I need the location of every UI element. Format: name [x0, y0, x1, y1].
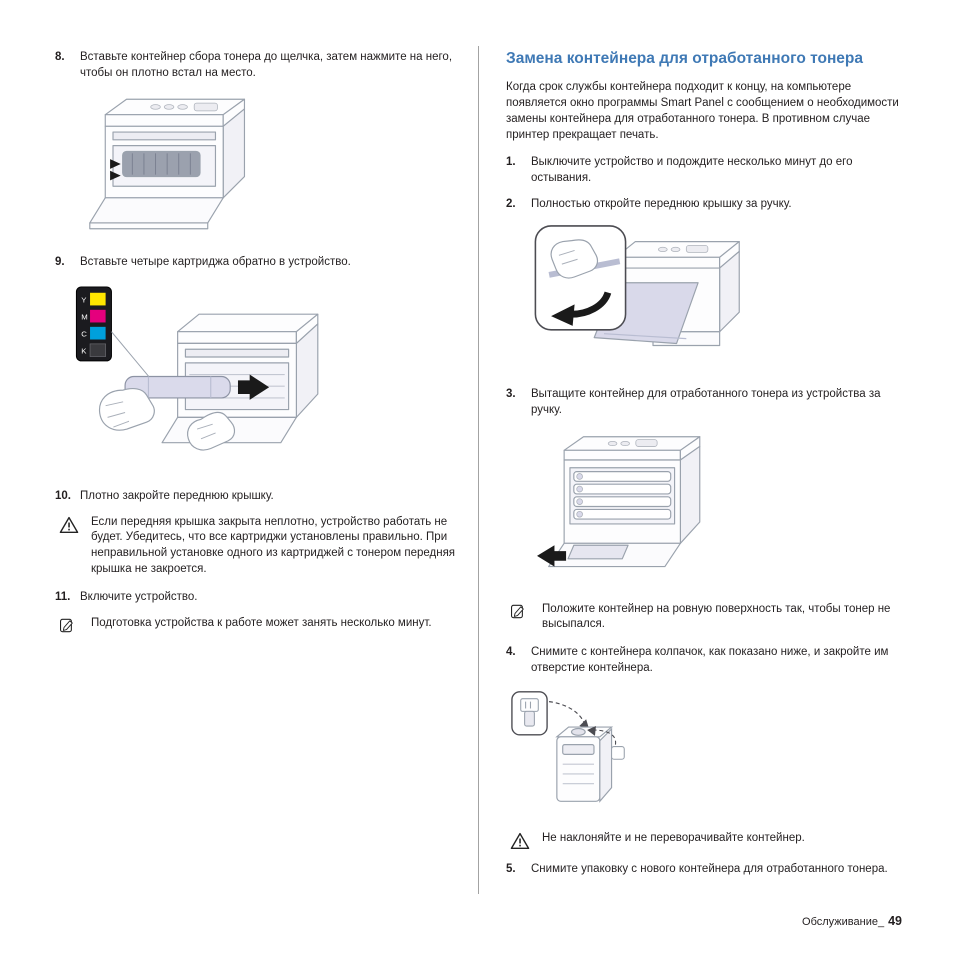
warning-block: Если передняя крышка закрыта неплотно, у… [59, 515, 458, 578]
step-text: Полностью откройте переднюю крышку за ру… [531, 197, 792, 210]
step-item: 8. Вставьте контейнер сбора тонера до ще… [55, 50, 458, 81]
step-text: Плотно закройте переднюю крышку. [80, 489, 274, 502]
right-column: Замена контейнера для отработанного тоне… [506, 50, 906, 888]
step-text: Включите устройство. [80, 590, 198, 603]
illustration-container-cap [506, 686, 906, 813]
note-icon [510, 602, 531, 634]
toner-label-black: K [81, 346, 87, 355]
section-heading: Замена контейнера для отработанного тоне… [506, 50, 864, 67]
toner-label-yellow: Y [81, 295, 87, 304]
footer-page-number: 49 [888, 914, 902, 928]
step-text: Вставьте четыре картриджа обратно в устр… [80, 256, 351, 269]
note-text: Положите контейнер на ровную поверхность… [542, 602, 891, 631]
column-divider [478, 46, 479, 894]
step-text: Снимите упаковку с нового контейнера для… [531, 863, 888, 876]
note-icon [59, 616, 80, 634]
step-text: Снимите с контейнера колпачок, как показ… [531, 646, 889, 674]
step-item: 3. Вытащите контейнер для отработанного … [506, 387, 906, 418]
warning-text: Если передняя крышка закрыта неплотно, у… [91, 515, 456, 576]
illustration-insert-cartridges: Y M C K [55, 281, 458, 471]
note-text: Подготовка устройства к работе может зан… [91, 616, 432, 629]
toner-label-magenta: M [81, 312, 87, 321]
step-number: 5. [506, 863, 516, 876]
step-number: 3. [506, 388, 516, 401]
footer-section-label: Обслуживание_ [802, 916, 885, 928]
note-block: Положите контейнер на ровную поверхность… [510, 602, 906, 634]
illustration-insert-waste-container [55, 91, 458, 237]
step-item: 10. Плотно закройте переднюю крышку. [55, 489, 458, 505]
warning-icon [59, 515, 80, 578]
note-block: Подготовка устройства к работе может зан… [59, 616, 458, 634]
step-number: 9. [55, 256, 65, 269]
step-number: 4. [506, 646, 516, 659]
step-text: Выключите устройство и подождите несколь… [531, 156, 853, 184]
section-intro: Когда срок службы контейнера подходит к … [506, 81, 899, 142]
step-number: 10. [55, 489, 71, 502]
toner-label-cyan: C [81, 329, 87, 338]
step-item: 4. Снимите с контейнера колпачок, как по… [506, 645, 906, 676]
illustration-remove-waste-container [506, 429, 906, 584]
page-footer: Обслуживание_49 [802, 914, 902, 928]
illustration-open-front-cover [506, 222, 906, 369]
step-item: 9. Вставьте четыре картриджа обратно в у… [55, 255, 458, 271]
warning-block: Не наклоняйте и не переворачивайте конте… [510, 831, 906, 850]
step-number: 11. [55, 590, 71, 603]
left-column: 8. Вставьте контейнер сбора тонера до ще… [55, 50, 458, 646]
step-item: 1. Выключите устройство и подождите неск… [506, 155, 906, 186]
step-item: 11. Включите устройство. [55, 590, 458, 606]
step-number: 2. [506, 197, 516, 210]
step-text: Вставьте контейнер сбора тонера до щелчк… [80, 51, 453, 79]
step-item: 2. Полностью откройте переднюю крышку за… [506, 197, 906, 213]
warning-text: Не наклоняйте и не переворачивайте конте… [542, 832, 805, 845]
step-text: Вытащите контейнер для отработанного тон… [531, 388, 881, 416]
step-item: 5. Снимите упаковку с нового контейнера … [506, 862, 906, 878]
step-number: 8. [55, 51, 65, 63]
warning-icon [510, 831, 531, 850]
step-number: 1. [506, 156, 516, 169]
